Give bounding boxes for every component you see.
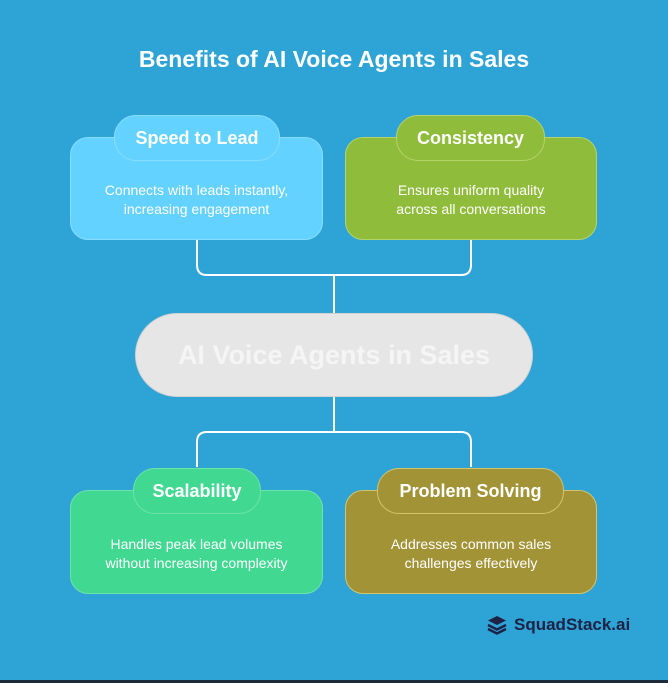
brand-name: SquadStack.ai [514,615,631,634]
consistency-description: Ensures uniform quality across all conve… [345,181,597,219]
speed-to-lead-description: Connects with leads instantly, increasin… [70,181,323,219]
consistency-line-2: across all conversations [396,201,546,217]
speed-to-lead-tab: Speed to Lead [114,115,280,161]
central-node-label: AI Voice Agents in Sales [177,339,491,370]
problem-solving-description: Addresses common sales challenges effect… [345,535,597,573]
scalability-line-1: Handles peak lead volumes [110,536,283,552]
consistency-line-1: Ensures uniform quality [397,182,545,198]
speed-to-lead-line-2: increasing engagement [123,201,270,217]
brand-logo: SquadStack.ai [486,612,630,638]
scalability-tab: Scalability [133,468,261,514]
scalability-description: Handles peak lead volumes without increa… [70,535,323,573]
problem-solving-line-2: challenges effectively [404,555,538,571]
squadstack-logo-icon [487,616,507,635]
consistency-heading: Consistency [416,127,525,148]
consistency-tab: Consistency [396,115,545,161]
scalability-line-2: without increasing complexity [105,555,288,571]
speed-to-lead-line-1: Connects with leads instantly, [104,182,289,198]
problem-solving-heading: Problem Solving [399,480,542,501]
diagram-title: Benefits of AI Voice Agents in Sales [138,46,530,72]
speed-to-lead-heading: Speed to Lead [135,127,259,148]
scalability-heading: Scalability [152,480,242,501]
bottom-border [0,680,668,683]
problem-solving-line-1: Addresses common sales [390,536,552,552]
problem-solving-tab: Problem Solving [377,468,564,514]
central-node: AI Voice Agents in Sales [135,313,533,397]
